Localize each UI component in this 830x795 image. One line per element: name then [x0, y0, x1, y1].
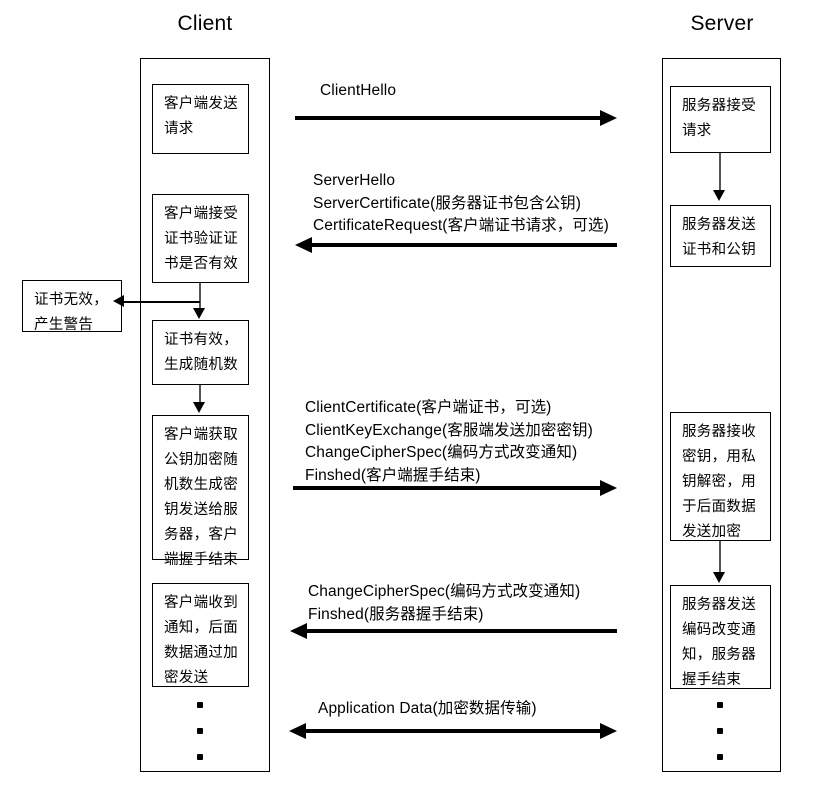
message-arrowhead-server-hello: [295, 237, 312, 253]
message-label-client-key-exchange: ClientCertificate(客户端证书，可选) ClientKeyExc…: [305, 399, 593, 484]
message-label-server-hello: ServerHello ServerCertificate(服务器证书包含公钥)…: [313, 172, 609, 234]
warning-branch-arrowhead: [113, 295, 124, 307]
client-node-key-exchange: 客户端获取 公钥加密随 机数生成密 钥发送给服 务器，客户 端握手结束: [152, 415, 249, 568]
client-connector-verify-to-valid: [199, 283, 202, 309]
message-arrow-application-data: [305, 729, 600, 733]
message-label-client-hello: ClientHello: [320, 82, 397, 99]
client-connector2-arrowhead: [193, 402, 205, 413]
message-arrowhead-client-key-exchange: [600, 480, 617, 496]
message-arrow-client-hello: [295, 116, 600, 120]
client-node-verify-cert: 客户端接受 证书验证证 书是否有效: [152, 194, 249, 283]
message-arrow-client-key-exchange: [293, 486, 600, 490]
client-node-cert-valid: 证书有效， 生成随机数: [152, 320, 249, 385]
warning-node-cert-invalid: 证书无效， 产生警告: [22, 280, 122, 333]
warning-branch-line: [124, 301, 200, 304]
client-node-send-request: 客户端发送 请求: [152, 84, 249, 154]
message-arrow-server-hello: [312, 243, 617, 247]
client-ellipsis: [196, 702, 204, 760]
message-arrowhead-application-data-left: [289, 723, 306, 739]
server-node-accept-request: 服务器接受 请求: [670, 86, 771, 153]
server-ellipsis: [716, 702, 724, 760]
server-connector2-arrowhead: [713, 572, 725, 583]
message-arrow-server-change-cipher: [307, 629, 617, 633]
client-ellipsis-dot: [197, 754, 203, 760]
server-ellipsis-dot: [717, 702, 723, 708]
message-arrowhead-application-data-right: [600, 723, 617, 739]
lane-title-client: Client: [177, 12, 233, 35]
server-node-send-cert: 服务器发送 证书和公钥: [670, 205, 771, 267]
client-ellipsis-dot: [197, 728, 203, 734]
message-arrowhead-client-hello: [600, 110, 617, 126]
client-connector-valid-to-keyexchange: [199, 385, 202, 403]
server-connector-arrowhead: [713, 190, 725, 201]
message-label-server-change-cipher: ChangeCipherSpec(编码方式改变通知) Finshed(服务器握手…: [308, 583, 581, 623]
server-node-send-change-notice: 服务器发送 编码改变通 知，服务器 握手结束: [670, 585, 771, 689]
server-node-decrypt-key: 服务器接收 密钥，用私 钥解密，用 于后面数据 发送加密: [670, 412, 771, 541]
server-ellipsis-dot: [717, 728, 723, 734]
server-connector-accept-to-sendcert: [719, 153, 722, 191]
lane-title-server: Server: [690, 12, 754, 35]
client-connector-arrowhead: [193, 308, 205, 319]
message-arrowhead-server-change-cipher: [290, 623, 307, 639]
server-ellipsis-dot: [717, 754, 723, 760]
message-label-application-data: Application Data(加密数据传输): [318, 700, 537, 717]
client-ellipsis-dot: [197, 702, 203, 708]
client-node-receive-notice: 客户端收到 通知，后面 数据通过加 密发送: [152, 583, 249, 687]
server-connector-decrypt-to-notice: [719, 541, 722, 573]
